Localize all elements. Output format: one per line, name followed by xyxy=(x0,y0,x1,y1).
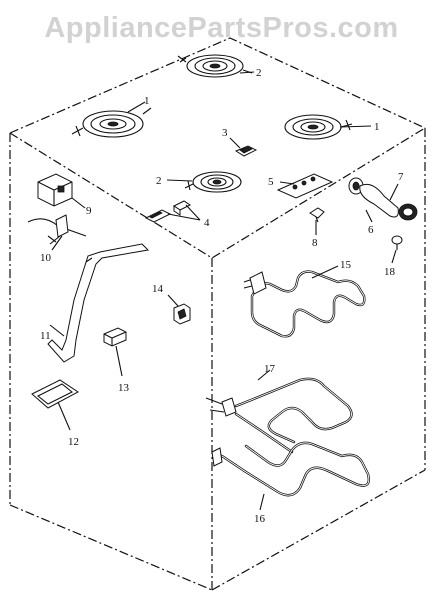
callout-15: 15 xyxy=(340,259,352,271)
part-11-wire-harness[interactable] xyxy=(47,243,150,363)
part-10-sensor-probe[interactable] xyxy=(27,214,87,245)
part-16-broil-element-lower[interactable] xyxy=(211,441,370,497)
surface-element-left[interactable] xyxy=(71,107,152,138)
part-9-receptacle-box[interactable] xyxy=(37,173,73,207)
part-8-clip[interactable] xyxy=(309,207,325,223)
callout-2-front: 2 xyxy=(156,175,162,187)
callout-10: 10 xyxy=(40,252,52,264)
callout-1-left: 1 xyxy=(144,95,150,107)
part-5-switch-panel[interactable] xyxy=(276,173,334,199)
callout-4: 4 xyxy=(204,217,210,229)
part-14-switch[interactable] xyxy=(173,303,191,325)
callout-5: 5 xyxy=(268,176,274,188)
surface-element-back[interactable] xyxy=(177,54,253,78)
callout-3: 3 xyxy=(222,127,228,139)
callout-18: 18 xyxy=(384,266,396,278)
part-3-bracket[interactable] xyxy=(234,145,258,157)
callout-2-back: 2 xyxy=(256,67,262,79)
callout-1-right: 1 xyxy=(374,121,380,133)
callout-6: 6 xyxy=(368,224,374,236)
part-7-control-knob[interactable] xyxy=(359,183,418,221)
callout-11: 11 xyxy=(40,330,51,342)
part-17-broil-element[interactable] xyxy=(205,377,353,454)
callout-14: 14 xyxy=(152,283,164,295)
part-18-nut[interactable] xyxy=(391,235,403,250)
part-15-bake-element[interactable] xyxy=(243,270,366,338)
callout-16: 16 xyxy=(254,513,266,525)
callout-13: 13 xyxy=(118,382,130,394)
part-12-plate[interactable] xyxy=(31,379,79,409)
watermark-text: AppliancePartsPros.com xyxy=(44,12,399,44)
callout-7: 7 xyxy=(398,171,404,183)
surface-element-front[interactable] xyxy=(184,171,242,193)
callout-12: 12 xyxy=(68,436,79,448)
callout-17: 17 xyxy=(264,363,276,375)
callout-labels: 1 1 2 2 3 4 5 6 7 8 9 10 11 12 13 14 15 … xyxy=(40,67,404,525)
cabinet-outline xyxy=(9,37,426,591)
callout-8: 8 xyxy=(312,237,318,249)
part-13-connector-block[interactable] xyxy=(103,327,127,347)
callout-9: 9 xyxy=(86,205,92,217)
leader-lines xyxy=(49,71,399,511)
part-4-terminal-blocks[interactable] xyxy=(144,200,191,223)
